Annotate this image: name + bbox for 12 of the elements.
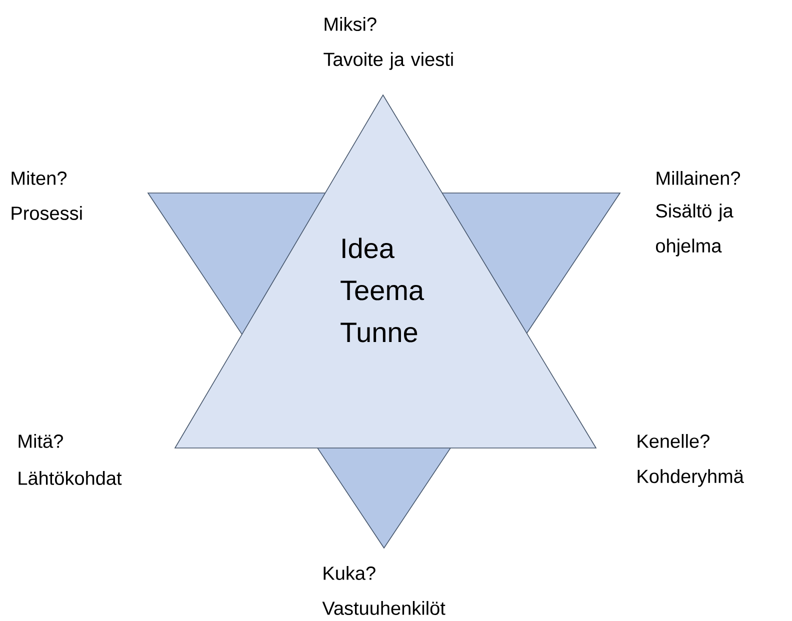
label: Miksi? xyxy=(324,17,376,31)
label: Mitä? xyxy=(18,434,63,448)
label: Millainen? xyxy=(656,171,740,185)
label: Vastuuhenkilöt xyxy=(322,601,446,615)
label: Kuka? xyxy=(324,566,376,580)
label: Lähtökohdat xyxy=(18,471,122,485)
label: Kohderyhmä xyxy=(638,469,744,487)
label: Sisältö ja ohjelma xyxy=(656,204,734,256)
label: Prosessi xyxy=(12,206,82,220)
label: Kenelle? xyxy=(638,434,710,448)
label: Miten? xyxy=(12,171,67,185)
label: Tavoite ja viesti xyxy=(324,52,453,70)
